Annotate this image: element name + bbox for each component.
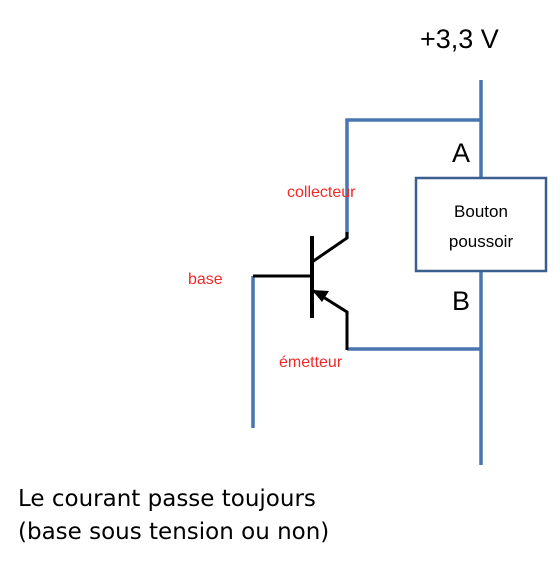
collector-label: collecteur (287, 184, 356, 201)
transistor-symbol (253, 232, 349, 350)
wires (251, 80, 483, 465)
transistor-emitter-lead (311, 288, 349, 350)
emitter-label: émetteur (279, 354, 343, 371)
terminal-b-label: B (452, 286, 470, 316)
caption-line-1: Le courant passe toujours (18, 486, 316, 512)
caption: Le courant passe toujours (base sous ten… (18, 483, 329, 549)
transistor-collector-lead (311, 232, 349, 264)
collector-wire (345, 118, 481, 238)
caption-line-2: (base sous tension ou non) (18, 519, 330, 545)
base-label: base (188, 271, 223, 288)
supply-voltage-label: +3,3 V (420, 24, 499, 54)
push-button-label-line1: Bouton (454, 202, 508, 221)
transistor-emitter-arrow (312, 290, 329, 302)
push-button-box (414, 176, 548, 273)
push-button-label-line2: poussoir (449, 232, 514, 251)
terminal-a-label: A (452, 138, 470, 168)
